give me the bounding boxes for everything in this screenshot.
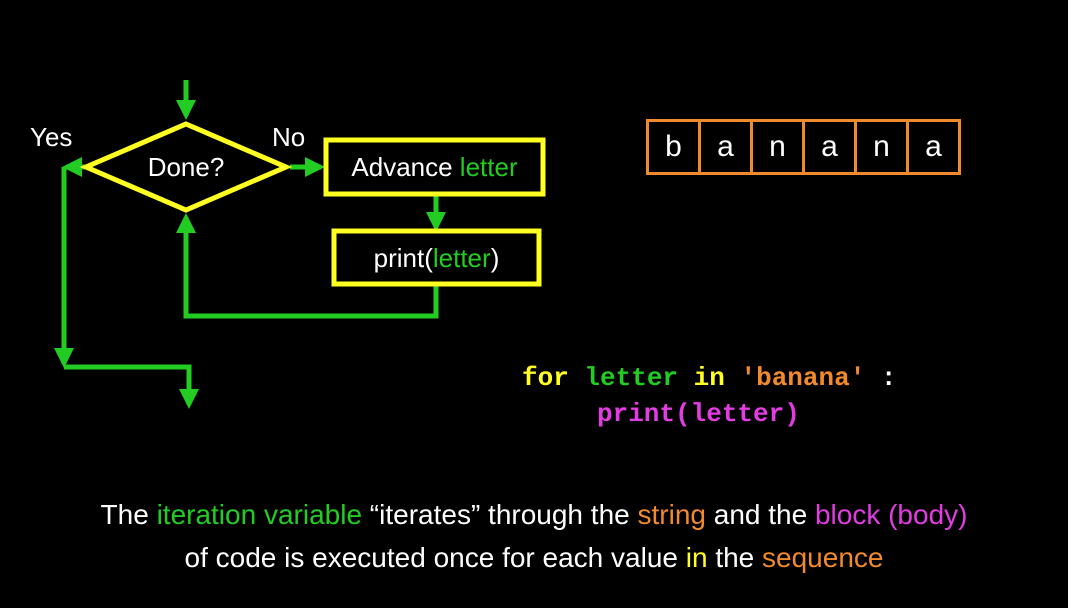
advance-letter-box (323, 137, 546, 197)
yes-label: Yes (30, 122, 73, 152)
print-prefix: print( (373, 243, 433, 273)
advance-box-text: Advance letter (326, 152, 543, 182)
print-var: letter (432, 243, 491, 273)
caption-line-1: The iteration variable “iterates” throug… (0, 493, 1068, 536)
print-suffix: ) (490, 243, 500, 273)
exit-arrow (64, 364, 199, 409)
char-box: b (649, 122, 701, 172)
string-boxes: b a n a n a (646, 119, 961, 175)
caption-text: The (100, 499, 157, 530)
code-in-keyword: in (693, 363, 725, 393)
caption: The iteration variable “iterates” throug… (0, 493, 1068, 579)
code-line-1: for letter in 'banana' : (522, 362, 897, 394)
char-box: n (857, 122, 909, 172)
code-for-keyword: for (522, 363, 569, 393)
code-colon: : (880, 363, 897, 393)
print-box-text: print(letter) (334, 243, 539, 273)
caption-iteration-variable: iteration variable (156, 499, 363, 530)
decision-diamond (79, 121, 293, 213)
caption-in: in (685, 542, 708, 573)
caption-block-body: block (body) (814, 499, 968, 530)
char-box: n (753, 122, 805, 172)
loop-back-arrow (176, 213, 439, 319)
char-box: a (805, 122, 857, 172)
caption-string: string (637, 499, 706, 530)
advance-var: letter (459, 152, 518, 182)
caption-text: of code is executed once for each value (184, 542, 686, 573)
advance-prefix: Advance (351, 152, 460, 182)
caption-text: “iterates” through the (362, 499, 638, 530)
print-letter-box (331, 228, 542, 287)
caption-sequence: sequence (762, 542, 884, 573)
char-box: a (925, 130, 942, 163)
code-variable: letter (584, 363, 679, 393)
char-box: a (701, 122, 753, 172)
decision-text: Done? (147, 152, 225, 182)
code-string-literal: 'banana' (740, 363, 866, 393)
caption-text: and the (705, 499, 815, 530)
no-label: No (272, 122, 306, 152)
code-line-2: print(letter) (597, 399, 800, 429)
caption-text: the (707, 542, 763, 573)
caption-line-2: of code is executed once for each value … (0, 536, 1068, 579)
